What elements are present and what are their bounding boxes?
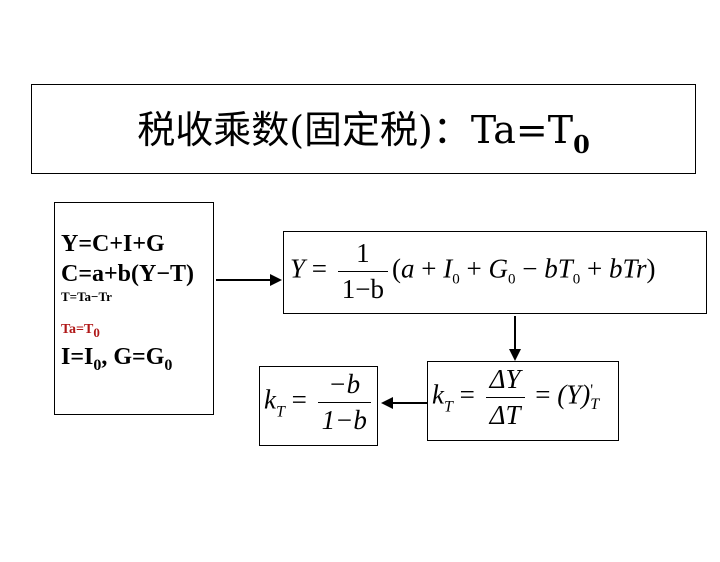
fraction-numerator: 1: [356, 238, 370, 268]
equals-sign: =: [459, 379, 475, 410]
open-paren: (: [392, 253, 401, 284]
btr-symbol: bTr: [608, 253, 647, 284]
investment-sub: 0: [93, 356, 102, 374]
equals-sign: =: [311, 253, 328, 284]
derivative-expression: (Y): [557, 379, 591, 410]
equilibrium-income-box: Y = 1 1−b (a + I0 + G0 − bT0 + bTr): [283, 231, 707, 314]
y-symbol: Y: [290, 253, 306, 284]
derivative-marks: 'T: [590, 381, 600, 413]
arrow-down-icon: [509, 316, 521, 361]
equation-income-identity: Y=C+I+G: [61, 231, 165, 257]
result-fraction: −b 1−b: [317, 369, 371, 436]
equilibrium-income-equation: Y = 1 1−b (a + I0 + G0 − bT0 + bTr): [290, 238, 656, 305]
title-text: 税收乘数(固定税)：Ta=T: [137, 108, 574, 152]
equation-fixed-tax: Ta=T0: [61, 321, 213, 342]
plus-sign: +: [466, 253, 482, 284]
arrow-left-icon: [381, 397, 427, 409]
k-subscript: T: [275, 403, 285, 421]
derivative-subscript: T: [590, 395, 600, 413]
fraction-numerator: ΔY: [489, 364, 521, 394]
i-symbol: I: [443, 253, 453, 284]
equation-net-tax: T=Ta−Tr: [61, 289, 112, 304]
delta-fraction: ΔY ΔT: [485, 364, 525, 431]
equals-sign: =: [291, 384, 307, 415]
prime-mark: ': [590, 381, 594, 399]
title-box: 税收乘数(固定税)：Ta=T0: [31, 84, 696, 174]
fraction-denominator: ΔT: [485, 397, 525, 431]
fixed-tax-main: Ta=T: [61, 322, 94, 337]
g-subscript: 0: [507, 271, 516, 288]
k-subscript: T: [443, 398, 453, 416]
k-symbol: k: [432, 379, 444, 410]
equals-sign: =: [535, 379, 551, 410]
investment-main: I=I: [61, 343, 94, 370]
tax-multiplier-result-equation: kT = −b 1−b: [264, 369, 375, 436]
fraction-denominator: 1−b: [317, 402, 371, 436]
government-sub: 0: [164, 356, 173, 374]
model-equations-box: Y=C+I+G C=a+b(Y−T) T=Ta−Tr Ta=T0 I=I0, G…: [54, 202, 214, 415]
title-subscript: 0: [573, 130, 590, 159]
i-subscript: 0: [452, 271, 460, 288]
bt-subscript: 0: [572, 271, 581, 288]
close-paren: ): [646, 253, 656, 284]
fixed-tax-sub: 0: [93, 324, 100, 340]
multiplier-fraction: 1 1−b: [337, 238, 388, 305]
tax-multiplier-derivative-box: kT = ΔY ΔT = (Y)'T: [427, 361, 619, 441]
g-symbol: G: [488, 253, 508, 284]
equation-investment-government: I=I0, G=G0: [61, 342, 213, 381]
bt-symbol: bT: [544, 253, 573, 284]
page-title: 税收乘数(固定税)：Ta=T0: [137, 99, 590, 159]
k-symbol: k: [264, 384, 276, 415]
tax-multiplier-derivative-equation: kT = ΔY ΔT = (Y)'T: [432, 364, 599, 431]
a-symbol: a: [401, 253, 415, 284]
minus-sign: −: [522, 253, 538, 284]
equation-consumption: C=a+b(Y−T): [61, 261, 195, 287]
fraction-denominator: 1−b: [337, 271, 388, 305]
arrow-right-icon: [216, 274, 282, 286]
plus-sign: +: [421, 253, 437, 284]
government-main: , G=G: [101, 343, 165, 370]
tax-multiplier-result-box: kT = −b 1−b: [259, 366, 378, 446]
plus-sign: +: [586, 253, 603, 284]
fraction-numerator: −b: [328, 369, 361, 399]
